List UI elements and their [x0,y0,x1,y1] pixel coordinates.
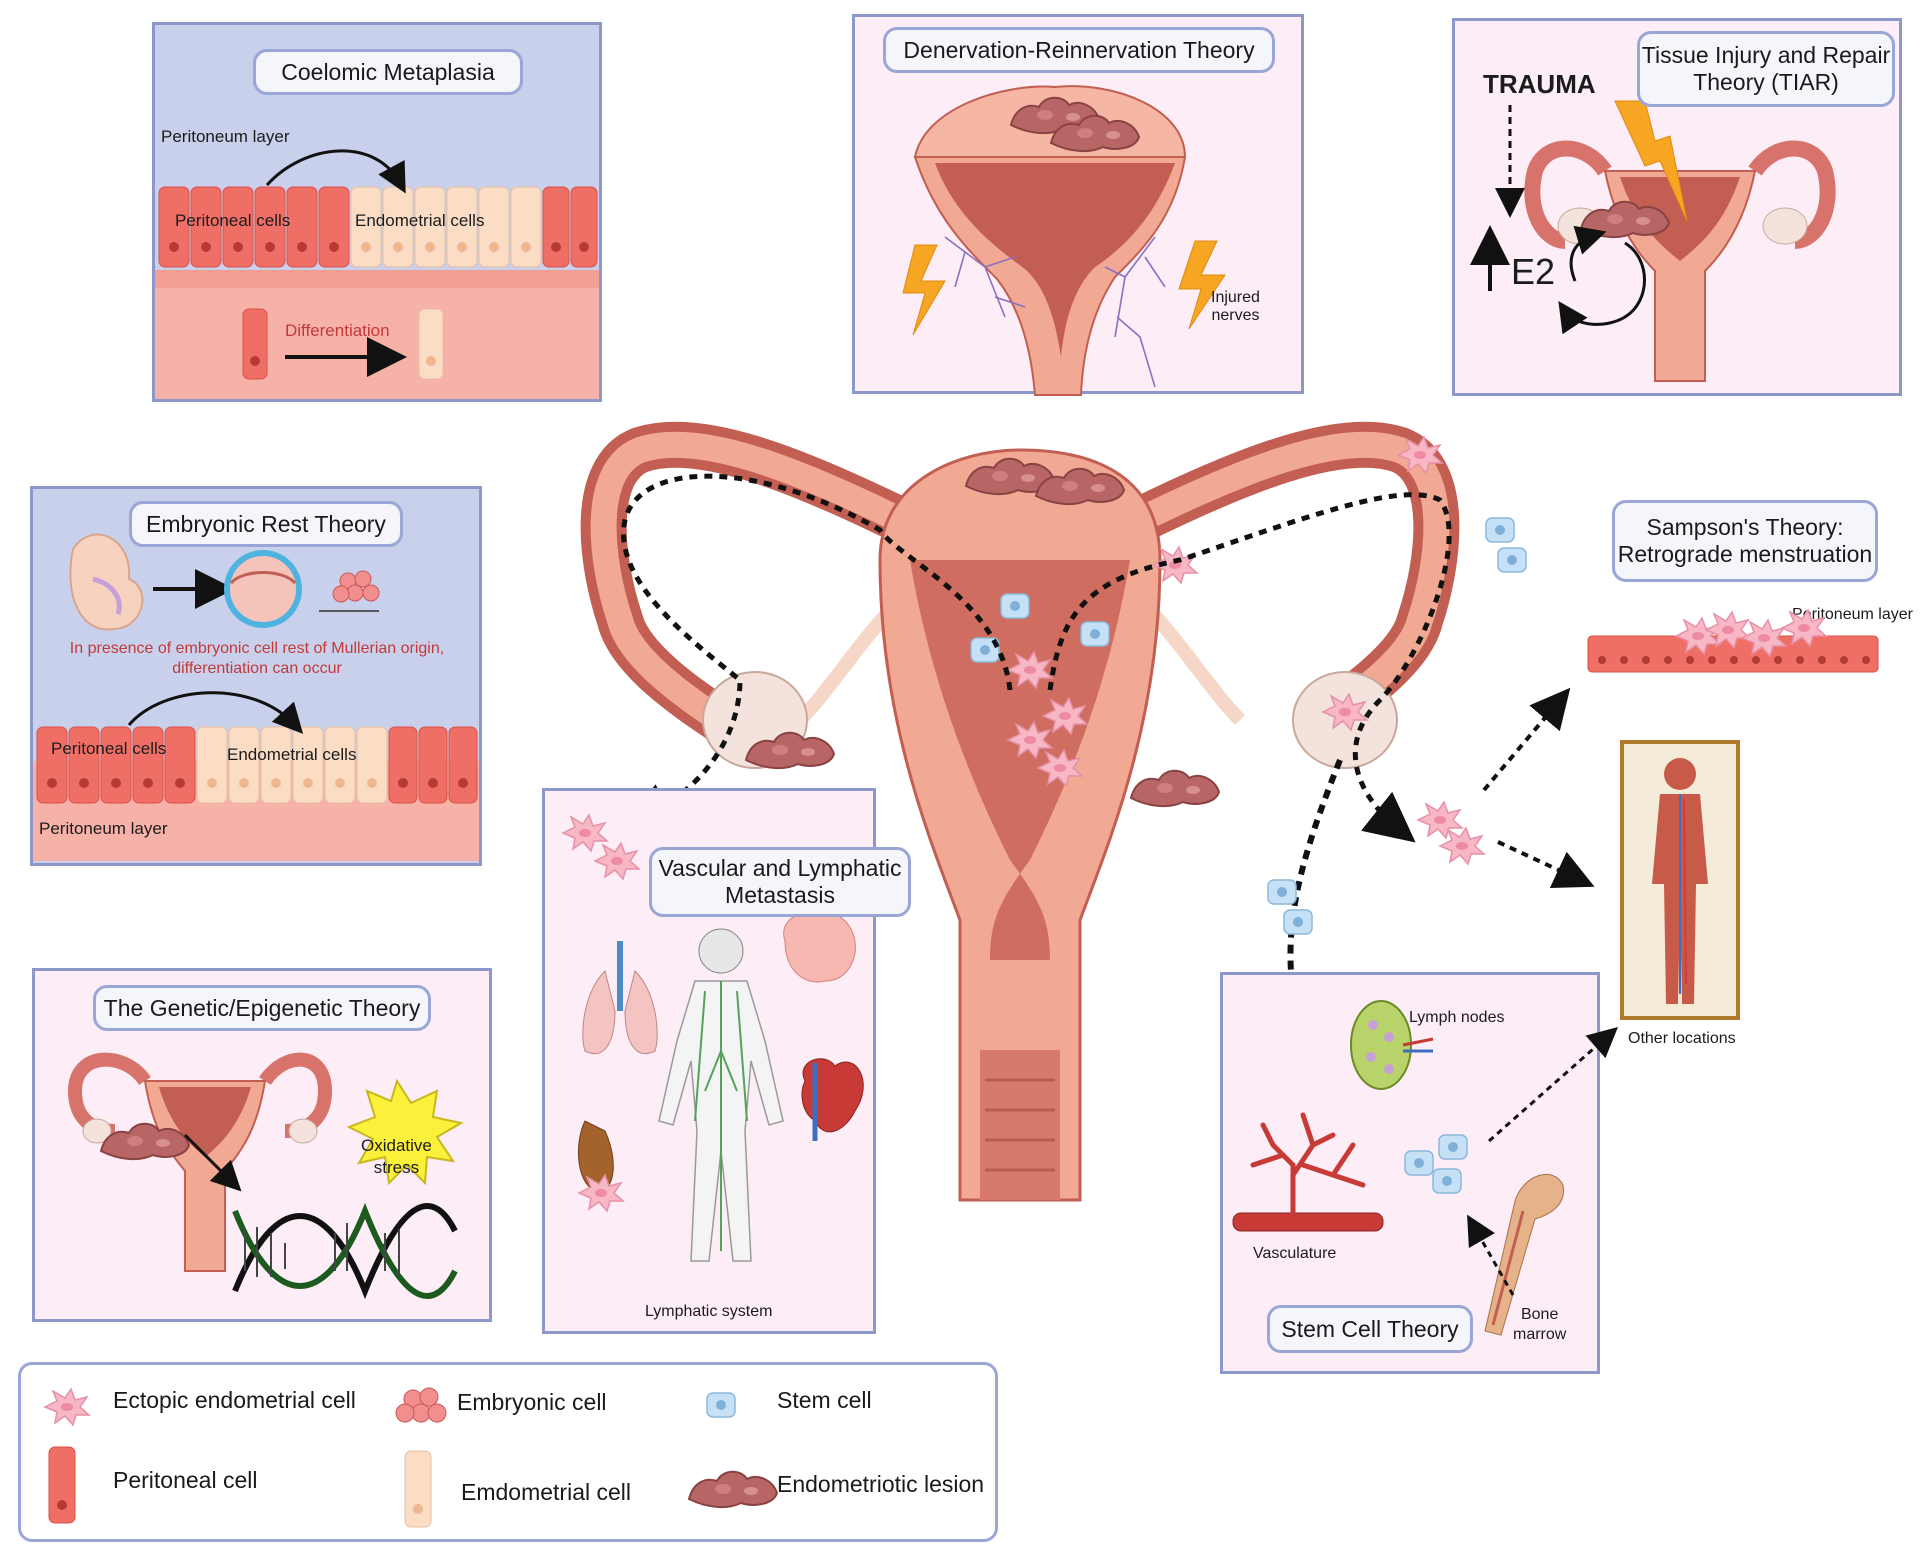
stem-cell-illustration [1232,1000,1618,1336]
vascular-illustration [562,814,864,1262]
lymph-nodes-label: Lymph nodes [1409,1009,1505,1026]
oxidative-stress-label: Oxidative stress [361,1136,432,1177]
body-silhouette [1652,758,1708,1004]
bone-marrow-label: Bone marrow [1513,1306,1567,1343]
coelomic-layer-label: Peritoneum layer [161,127,290,146]
denervation-title: Denervation-Reinnervation Theory [883,27,1275,73]
sampson-peritoneum [1587,609,1879,673]
genetic-illustration [67,1052,464,1300]
legend-symbols [44,1387,778,1528]
stem-cell-title: Stem Cell Theory [1267,1305,1473,1353]
legend-endometrial-label: Emdometrial cell [461,1479,631,1505]
coelomic-illustration [155,149,599,399]
embryonic-peritoneal-label: Peritoneal cells [51,739,167,758]
coelomic-metaplasia-panel: Coelomic Metaplasia Peritoneum layer Per… [152,22,602,402]
embryonic-rest-panel: Embryonic Rest Theory In presence of emb… [30,486,482,866]
legend-stem-label: Stem cell [777,1387,872,1413]
sampson-title: Sampson's Theory: Retrograde menstruatio… [1612,500,1878,582]
denervation-nerves-label: Injured nerves [1211,289,1260,324]
vascular-panel: Vascular and Lymphatic Metastasis Lympha… [542,788,911,1334]
tiar-trauma-label: TRAUMA [1483,69,1596,99]
embryonic-note: In presence of embryonic cell rest of Mu… [69,640,445,677]
denervation-panel: Denervation-Reinnervation Theory Injured… [852,14,1304,396]
vascular-title: Vascular and Lymphatic Metastasis [649,847,911,917]
genetic-title: The Genetic/Epigenetic Theory [93,985,431,1031]
genetic-panel: The Genetic/Epigenetic Theory Oxidative … [32,968,492,1322]
legend-peritoneal-label: Peritoneal cell [113,1467,258,1493]
legend-lesion-label: Endometriotic lesion [777,1471,985,1497]
coelomic-endometrial-label: Endometrial cells [355,211,485,230]
legend-embryonic-label: Embryonic cell [457,1389,607,1415]
legend: Ectopic endometrial cell Embryonic cell … [18,1362,998,1542]
coelomic-differentiation-label: Differentiation [285,321,390,340]
stem-cell-panel: Lymph nodes Vasculature Bone marrow Stem… [1220,972,1618,1374]
embryonic-title: Embryonic Rest Theory [129,501,403,547]
tiar-illustration [1470,100,1836,382]
denervation-illustration [902,85,1226,396]
tiar-panel: Tissue Injury and Repair Theory (TIAR) T… [1452,18,1902,396]
coelomic-title: Coelomic Metaplasia [253,49,523,95]
embryonic-illustration [33,533,479,861]
tiar-e2-label: E2 [1511,251,1556,292]
vasculature-label: Vasculature [1253,1245,1337,1262]
other-locations-frame [1620,740,1740,1020]
other-locations-label: Other locations [1628,1030,1736,1047]
lymphatic-system-label: Lymphatic system [645,1303,773,1320]
coelomic-peritoneal-label: Peritoneal cells [175,211,291,230]
tiar-title: Tissue Injury and Repair Theory (TIAR) [1637,31,1895,107]
embryonic-layer-label: Peritoneum layer [39,819,168,838]
legend-ectopic-label: Ectopic endometrial cell [113,1387,356,1413]
embryonic-endometrial-label: Endometrial cells [227,745,357,764]
